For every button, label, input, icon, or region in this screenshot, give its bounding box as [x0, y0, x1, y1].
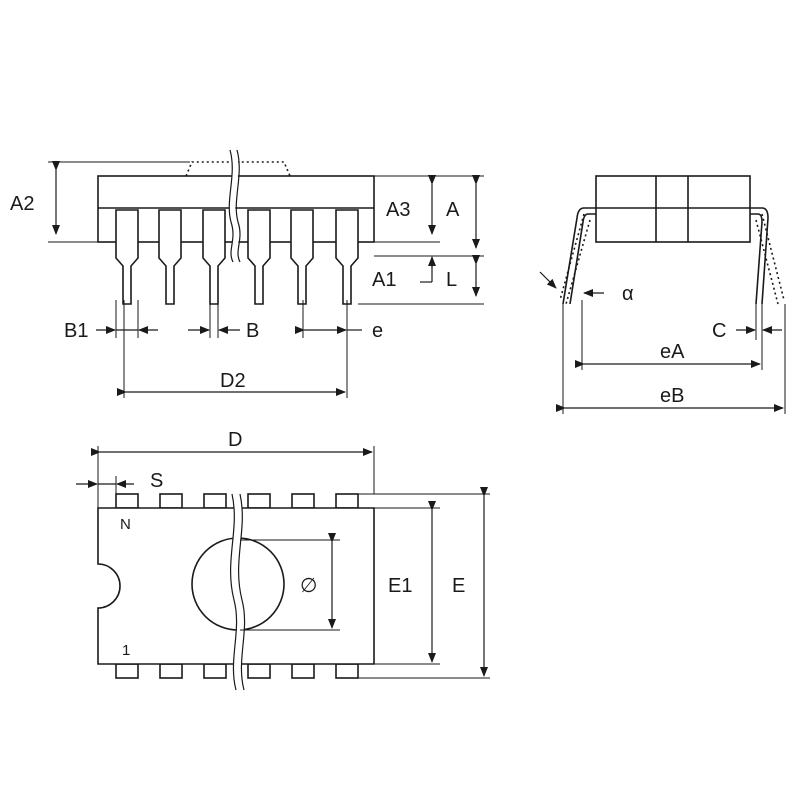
- side-break: [229, 149, 239, 264]
- label-D2: D2: [220, 370, 246, 392]
- pin-3: [202, 209, 226, 305]
- end-view: [539, 175, 786, 414]
- label-B: B: [246, 320, 259, 342]
- top-view: [76, 446, 490, 691]
- label-eB: eB: [660, 385, 684, 407]
- label-S: S: [150, 470, 163, 492]
- label-N: N: [120, 516, 131, 533]
- label-E: E: [452, 575, 465, 597]
- label-D: D: [228, 429, 242, 451]
- label-A: A: [446, 199, 460, 221]
- label-pin1: 1: [122, 642, 130, 659]
- label-A1: A1: [372, 269, 396, 291]
- label-e: e: [372, 320, 383, 342]
- label-alpha: α: [622, 283, 634, 305]
- left-leg: [562, 207, 596, 305]
- label-E1: E1: [388, 575, 412, 597]
- label-phi: ∅: [300, 575, 317, 597]
- end-body: [595, 175, 751, 243]
- pin-1: [115, 209, 139, 305]
- top-break-edge: [230, 493, 238, 691]
- pin-4: [247, 209, 271, 305]
- side-break-edge: [228, 149, 234, 263]
- label-A2: A2: [10, 193, 34, 215]
- label-C: C: [712, 320, 726, 342]
- label-A3: A3: [386, 199, 410, 221]
- side-view: [48, 149, 484, 398]
- label-eA: eA: [660, 341, 685, 363]
- alpha-arrow: [539, 271, 557, 289]
- right-leg-dotted: [755, 213, 785, 305]
- dimension-labels: A2 A3 A A1 L B1 B e D2 α C eA eB D S N 1…: [10, 193, 726, 659]
- label-B1: B1: [64, 320, 88, 342]
- side-break-edge2: [235, 149, 241, 263]
- pin-2: [158, 209, 182, 305]
- pin-6: [335, 209, 359, 305]
- top-pins: [115, 493, 359, 509]
- pin-5: [290, 209, 314, 305]
- right-leg: [750, 207, 769, 305]
- bottom-pins: [115, 663, 359, 679]
- label-L: L: [446, 269, 457, 291]
